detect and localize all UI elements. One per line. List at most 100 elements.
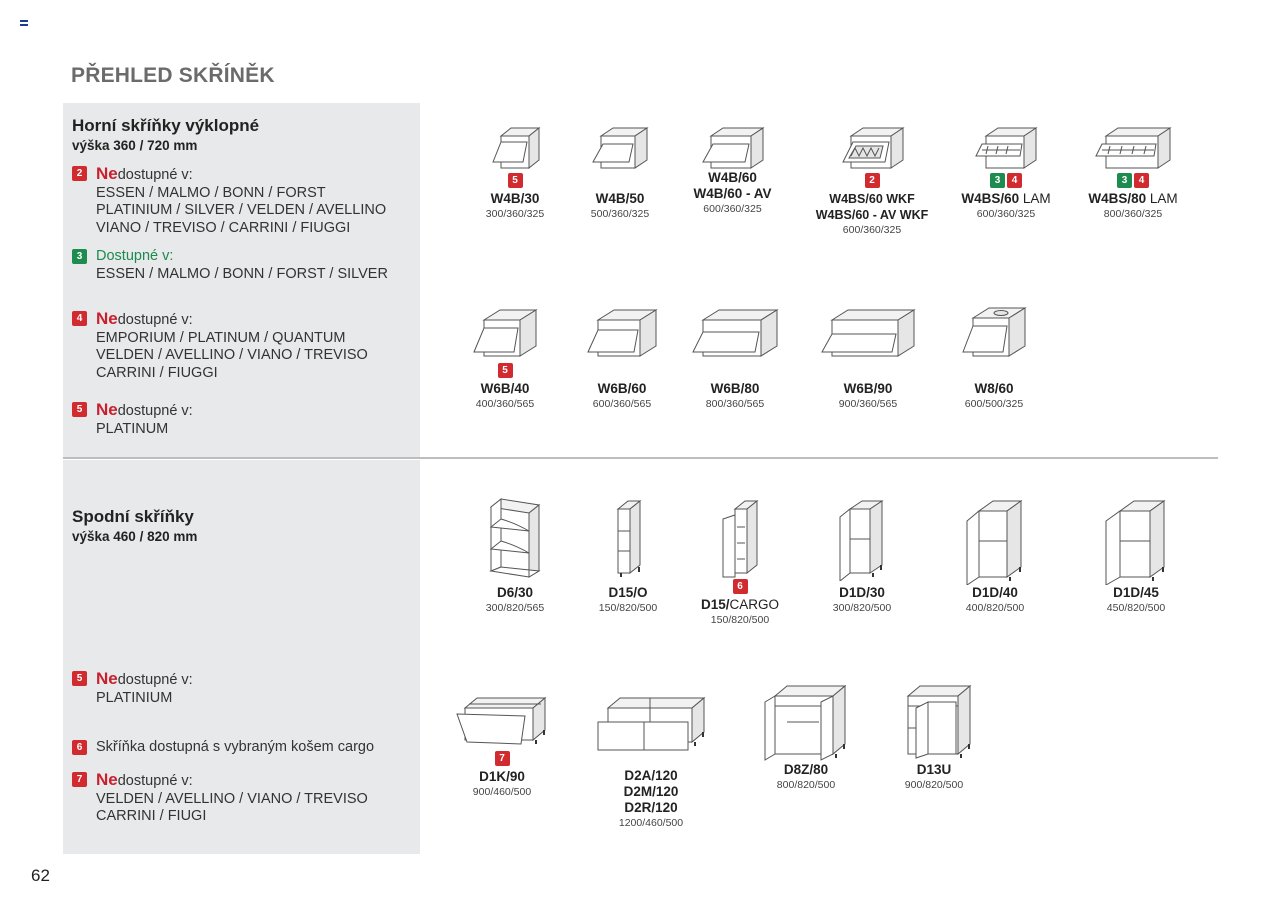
cabinet-code: W6B/90 [843, 381, 893, 396]
cabinet-d13u[interactable]: D13U 900/820/500 [884, 682, 984, 792]
page-number: 62 [31, 866, 50, 885]
cabinet-d2-120[interactable]: D2A/120 D2M/120 D2R/120 1200/460/500 [592, 694, 710, 830]
cabinet-dimensions: 600/360/325 [842, 224, 902, 236]
cabinet-code: W6B/80 [710, 381, 760, 396]
badge-4: 4 [72, 311, 87, 326]
cabinet-dimensions: 300/820/565 [485, 602, 545, 614]
cabinet-d15-cargo[interactable]: 6 D15/CARGO 150/820/500 [692, 497, 788, 627]
cabinet-d1d-30[interactable]: D1D/30 300/820/500 [812, 497, 912, 615]
cabinet-drawing-icon [597, 696, 706, 751]
cabinet-dimensions: 150/820/500 [598, 602, 658, 614]
cabinet-code: W4BS/80 LAM [1088, 191, 1178, 206]
cabinet-code-alt: D2M/120 [623, 784, 679, 799]
note-5: 5 Nedostupné v: PLATINUM [72, 401, 417, 438]
note-bottom-6: 6 Skříňka dostupná s vybraným košem carg… [72, 739, 417, 757]
cabinet-code: D1D/40 [972, 585, 1018, 600]
cabinet-d1d-45[interactable]: D1D/45 450/820/500 [1086, 497, 1186, 615]
badge-3: 3 [990, 173, 1005, 188]
top-section-title: Horní skříňky výklopné [72, 116, 260, 135]
cabinet-drawing-icon [492, 126, 541, 170]
cabinet-code: D6/30 [496, 585, 534, 600]
cabinet-dimensions: 500/360/325 [590, 208, 650, 220]
badge-4: 4 [1134, 173, 1149, 188]
badge-2: 2 [864, 173, 880, 188]
cabinet-w4b-60[interactable]: W4B/60 W4B/60 - AV 600/360/325 [680, 126, 785, 216]
cabinet-dimensions: 900/820/500 [904, 779, 964, 791]
cabinet-dimensions: 600/360/325 [703, 203, 762, 215]
cabinet-code: W4B/30 [490, 191, 540, 206]
badge-7: 7 [72, 772, 87, 787]
cabinet-drawing-icon [842, 127, 905, 169]
cabinet-w6b-40[interactable]: 5 W6B/40 400/360/565 [455, 308, 555, 411]
cabinet-drawing-icon [764, 684, 847, 761]
cabinet-drawing-icon [616, 499, 642, 577]
flag-icon [20, 20, 28, 26]
cabinet-dimensions: 900/460/500 [472, 786, 532, 798]
cabinet-drawing-icon [1105, 500, 1166, 585]
cabinet-code: W6B/40 [480, 381, 530, 396]
cabinet-w8-60[interactable]: W8/60 600/500/325 [944, 306, 1044, 411]
cabinet-w6b-80[interactable]: W6B/80 800/360/565 [685, 308, 785, 411]
cabinet-drawing-icon [587, 309, 658, 357]
cabinet-dimensions: 600/360/565 [592, 398, 652, 410]
cabinet-dimensions: 900/360/565 [838, 398, 898, 410]
cabinet-dimensions: 300/820/500 [832, 602, 892, 614]
cabinet-drawing-icon [692, 309, 779, 357]
cabinet-w6b-90[interactable]: W6B/90 900/360/565 [815, 308, 921, 411]
top-section-subtitle: výška 360 / 720 mm [72, 138, 198, 153]
note-bottom-7: 7 Nedostupné v: VELDEN / AVELLINO / VIAN… [72, 771, 417, 826]
cabinet-code-alt: W4BS/60 - AV WKF [815, 208, 929, 222]
cabinet-w4b-30[interactable]: 5 W4B/30 300/360/325 [465, 126, 565, 221]
cabinet-drawing-icon [839, 500, 884, 581]
cabinet-drawing-icon [473, 309, 538, 357]
cabinet-code: W4BS/60 LAM [961, 191, 1051, 206]
cabinet-code: W8/60 [974, 381, 1014, 396]
cabinet-code: D1D/30 [839, 585, 885, 600]
note-bottom-5: 5 Nedostupné v: PLATINIUM [72, 670, 417, 707]
badge-5: 5 [72, 671, 87, 686]
cabinet-code: W4B/50 [595, 191, 645, 206]
badge-5: 5 [507, 173, 523, 188]
cabinet-dimensions: 800/360/325 [1103, 208, 1163, 220]
bottom-section-title: Spodní skříňky [72, 507, 194, 526]
badge-3: 3 [72, 249, 87, 264]
cabinet-code: D8Z/80 [783, 762, 829, 777]
cabinet-drawing-icon [966, 500, 1023, 585]
cabinet-w4b-50[interactable]: W4B/50 500/360/325 [570, 126, 670, 221]
cabinet-drawing-icon [821, 309, 916, 357]
cabinet-w4bs-60-wkf[interactable]: 2 W4BS/60 WKF W4BS/60 - AV WKF 600/360/3… [808, 126, 936, 237]
cabinet-drawing-icon [701, 127, 765, 169]
cabinet-code: D1K/90 [479, 769, 525, 784]
cabinet-drawing-icon [906, 684, 972, 759]
badge-6: 6 [72, 740, 87, 755]
page-title: PŘEHLED SKŘÍNĚK [71, 64, 275, 87]
bottom-legend-panel [63, 460, 420, 854]
badge-2: 2 [72, 166, 87, 181]
cabinet-drawing-icon [592, 127, 649, 169]
badge-6: 6 [732, 579, 748, 594]
bottom-section-subtitle: výška 460 / 820 mm [72, 529, 198, 544]
cabinet-d1k-90[interactable]: 7 D1K/90 900/460/500 [452, 694, 552, 799]
note-2: 2 Nedostupné v: ESSEN / MALMO / BONN / F… [72, 165, 417, 237]
cabinet-d6-30[interactable]: D6/30 300/820/565 [465, 497, 565, 615]
cabinet-dimensions: 800/360/565 [705, 398, 765, 410]
cabinet-drawing-icon [722, 499, 759, 578]
cabinet-drawing-icon [489, 497, 541, 578]
cabinet-dimensions: 450/820/500 [1106, 602, 1166, 614]
cabinet-code-alt: W4B/60 - AV [693, 186, 772, 201]
badge-5: 5 [497, 363, 513, 378]
cabinet-code: D15/O [608, 585, 648, 600]
cabinet-dimensions: 600/360/325 [976, 208, 1036, 220]
cabinet-code: D1D/45 [1113, 585, 1159, 600]
top-legend-panel [63, 103, 420, 457]
cabinet-dimensions: 400/820/500 [965, 602, 1025, 614]
cabinet-d1d-40[interactable]: D1D/40 400/820/500 [945, 497, 1045, 615]
cabinet-d15-o[interactable]: D15/O 150/820/500 [580, 497, 676, 615]
cabinet-dimensions: 800/820/500 [776, 779, 836, 791]
cabinet-w6b-60[interactable]: W6B/60 600/360/565 [572, 308, 672, 411]
cabinet-code: D15/CARGO [700, 597, 780, 612]
cabinet-d8z-80[interactable]: D8Z/80 800/820/500 [756, 682, 856, 792]
cabinet-dimensions: 400/360/565 [475, 398, 535, 410]
